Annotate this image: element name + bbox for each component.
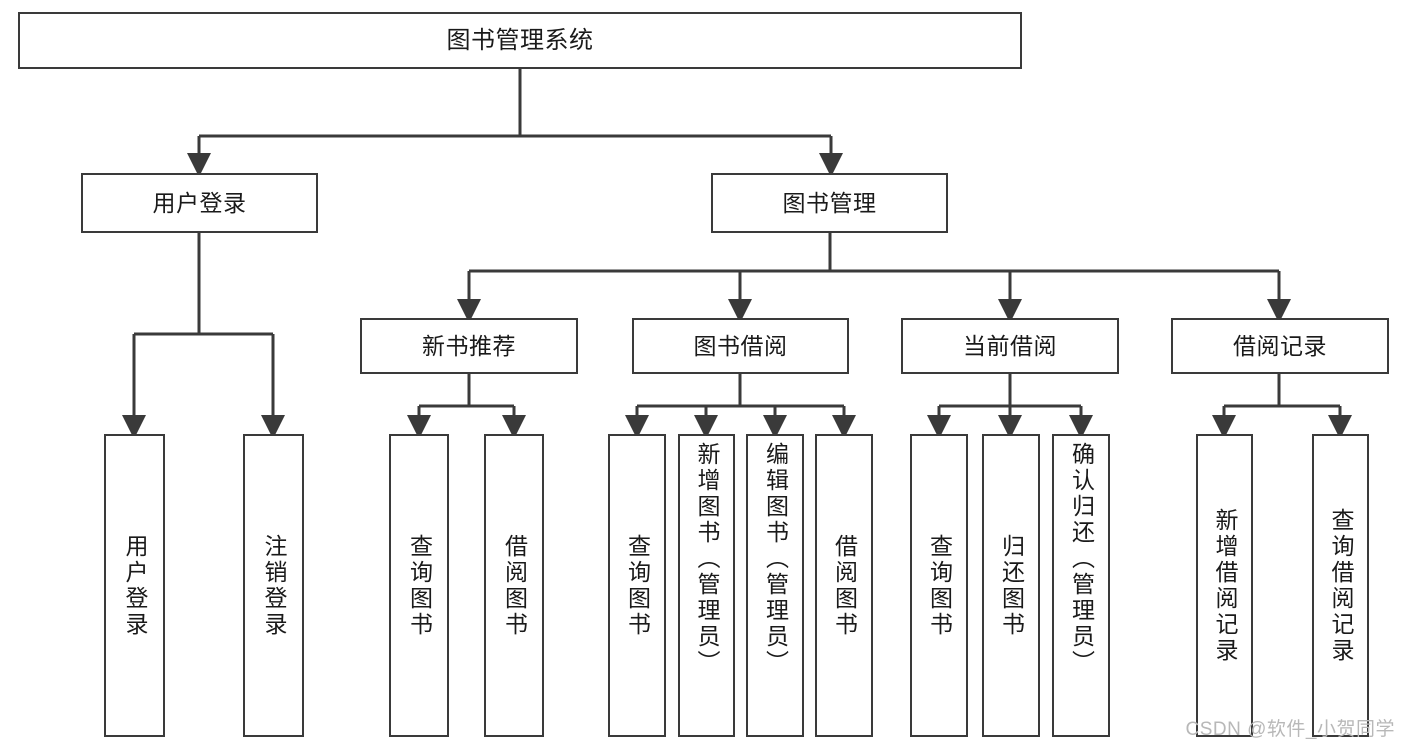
node-label: 用户登录 <box>122 533 148 638</box>
node-label: 用户登录 <box>152 189 247 216</box>
node-label: 借阅记录 <box>1233 332 1327 359</box>
leaf-return-book[interactable]: 归还图书 <box>982 434 1040 737</box>
node-label: 新增图书（管理员） <box>694 442 720 676</box>
csdn-watermark: CSDN @软件_小贺同学 <box>1185 719 1395 740</box>
leaf-query-borrow-record[interactable]: 查询借阅记录 <box>1312 434 1369 737</box>
node-current-borrow[interactable]: 当前借阅 <box>901 318 1119 374</box>
node-label: 借阅图书 <box>501 533 528 638</box>
leaf-query-book-current[interactable]: 查询图书 <box>910 434 968 737</box>
node-book-management[interactable]: 图书管理 <box>711 173 948 233</box>
leaf-user-login[interactable]: 用户登录 <box>104 434 165 737</box>
node-label: 图书管理系统 <box>446 26 594 54</box>
leaf-add-book-admin[interactable]: 新增图书（管理员） <box>678 434 735 737</box>
leaf-edit-book-admin[interactable]: 编辑图书（管理员） <box>746 434 804 737</box>
node-label: 新书推荐 <box>422 332 516 359</box>
node-book-borrow[interactable]: 图书借阅 <box>632 318 849 374</box>
node-label: 当前借阅 <box>963 332 1057 359</box>
leaf-borrow-book-recommend[interactable]: 借阅图书 <box>484 434 544 737</box>
leaf-query-book-borrow[interactable]: 查询图书 <box>608 434 666 737</box>
node-new-book-recommend[interactable]: 新书推荐 <box>360 318 578 374</box>
node-label: 图书借阅 <box>693 332 788 359</box>
node-label: 查询图书 <box>624 533 651 638</box>
node-root-system[interactable]: 图书管理系统 <box>18 12 1022 69</box>
node-label: 查询图书 <box>406 533 433 638</box>
node-label: 注销登录 <box>261 533 287 638</box>
node-label: 编辑图书（管理员） <box>762 442 789 676</box>
leaf-add-borrow-record[interactable]: 新增借阅记录 <box>1196 434 1253 737</box>
leaf-logout-login[interactable]: 注销登录 <box>243 434 304 737</box>
node-label: 图书管理 <box>782 189 877 216</box>
node-label: 新增借阅记录 <box>1212 507 1238 664</box>
node-label: 借阅图书 <box>831 533 858 638</box>
node-label: 确认归还（管理员） <box>1068 442 1095 676</box>
node-user-login[interactable]: 用户登录 <box>81 173 318 233</box>
leaf-query-book-recommend[interactable]: 查询图书 <box>389 434 449 737</box>
node-label: 查询借阅记录 <box>1328 507 1354 664</box>
node-label: 查询图书 <box>926 533 953 638</box>
node-borrow-records[interactable]: 借阅记录 <box>1171 318 1389 374</box>
leaf-borrow-book[interactable]: 借阅图书 <box>815 434 873 737</box>
node-label: 归还图书 <box>998 533 1025 638</box>
leaf-confirm-return-admin[interactable]: 确认归还（管理员） <box>1052 434 1110 737</box>
